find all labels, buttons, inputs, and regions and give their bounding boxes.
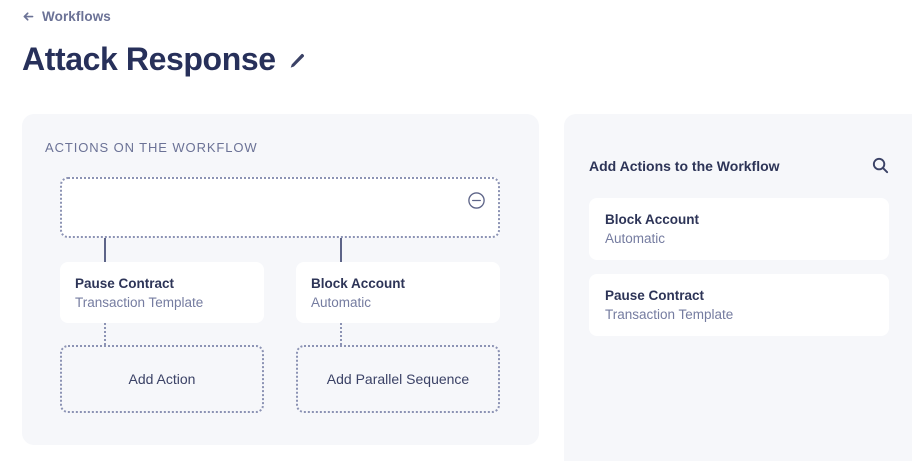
breadcrumb-back-workflows[interactable]: Workflows [22, 9, 111, 24]
panel-heading: ACTIONS ON THE WORKFLOW [45, 140, 258, 155]
page-title: Attack Response [22, 41, 276, 77]
workflow-node-card-2[interactable]: Block Account Automatic [296, 262, 500, 323]
title-row: Attack Response [22, 38, 306, 80]
add-actions-panel: Add Actions to the Workflow Block Accoun… [564, 114, 912, 461]
available-actions-list: Block Account Automatic Pause Contract T… [589, 198, 889, 336]
available-action-title: Block Account [605, 212, 700, 227]
workflow-canvas-panel: ACTIONS ON THE WORKFLOW Pause Contract T… [22, 114, 539, 445]
arrow-left-icon [22, 10, 35, 23]
add-parallel-sequence-button[interactable]: Add Parallel Sequence [296, 345, 500, 413]
connector-branch-2-to-add-parallel [340, 323, 342, 345]
workflow-root-dropzone[interactable] [60, 177, 500, 238]
available-action-title: Pause Contract [605, 288, 705, 303]
minus-circle-icon[interactable] [467, 191, 486, 210]
add-action-button-label: Add Action [128, 371, 196, 387]
node-card-title: Block Account [311, 276, 406, 291]
node-card-title: Pause Contract [75, 276, 175, 291]
search-icon[interactable] [871, 156, 890, 175]
available-action-subtitle: Transaction Template [605, 307, 734, 322]
add-parallel-sequence-button-label: Add Parallel Sequence [326, 371, 470, 387]
add-action-button[interactable]: Add Action [60, 345, 264, 413]
connector-branch-1-to-add-action [104, 323, 106, 345]
add-actions-panel-header: Add Actions to the Workflow [589, 156, 890, 175]
available-action-subtitle: Automatic [605, 231, 666, 246]
workflow-canvas: Pause Contract Transaction Template Bloc… [22, 114, 539, 445]
workflow-node-card-1[interactable]: Pause Contract Transaction Template [60, 262, 264, 323]
node-card-subtitle: Automatic [311, 295, 372, 310]
pencil-icon[interactable] [287, 52, 306, 71]
connector-root-to-branch-1 [104, 238, 106, 262]
add-actions-panel-title: Add Actions to the Workflow [589, 157, 780, 174]
connector-root-to-branch-2 [340, 238, 342, 262]
node-card-subtitle: Transaction Template [75, 295, 204, 310]
breadcrumb-label: Workflows [42, 9, 111, 24]
available-action-item-block-account[interactable]: Block Account Automatic [589, 198, 889, 260]
available-action-item-pause-contract[interactable]: Pause Contract Transaction Template [589, 274, 889, 336]
